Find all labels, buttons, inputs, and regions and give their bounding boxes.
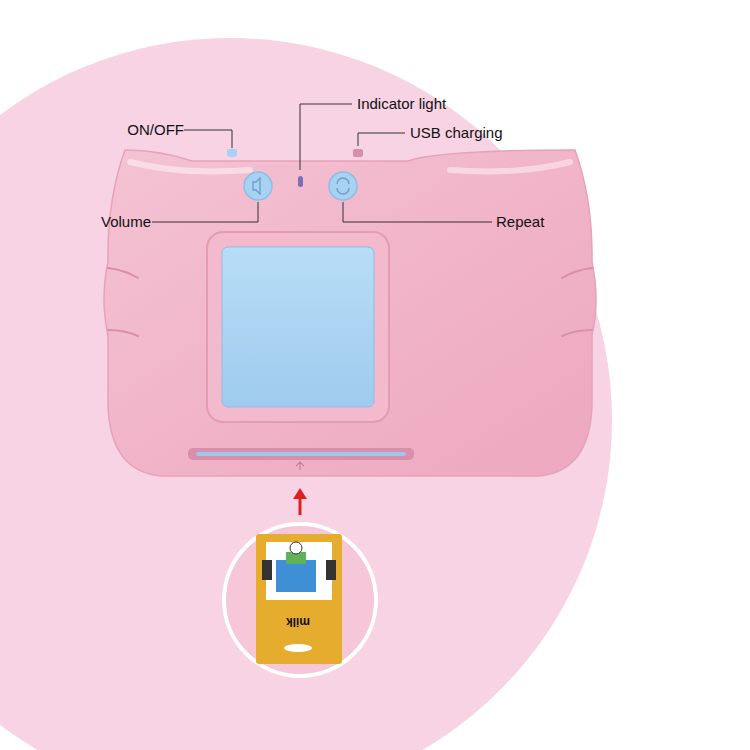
volume-button <box>244 172 272 200</box>
callout-label: Repeat <box>496 213 544 231</box>
callout-label: milk <box>286 613 310 631</box>
indicator-light <box>298 176 303 187</box>
repeat-button <box>329 172 357 200</box>
leader-lines <box>152 104 492 222</box>
screen <box>222 247 374 407</box>
callout-label: Indicator light <box>357 95 446 113</box>
card-inset <box>224 524 376 676</box>
insert-arrow <box>299 497 302 515</box>
flash-card <box>256 534 342 664</box>
pink-background <box>0 38 612 750</box>
usb-port <box>353 149 363 157</box>
device-body <box>104 150 596 476</box>
card-slot <box>188 448 414 460</box>
power-switch <box>227 149 237 157</box>
callout-label: Volume <box>101 213 151 231</box>
callout-label: USB charging <box>410 124 503 142</box>
callout-label: ON/OFF <box>127 121 184 139</box>
screen-frame <box>207 232 389 422</box>
